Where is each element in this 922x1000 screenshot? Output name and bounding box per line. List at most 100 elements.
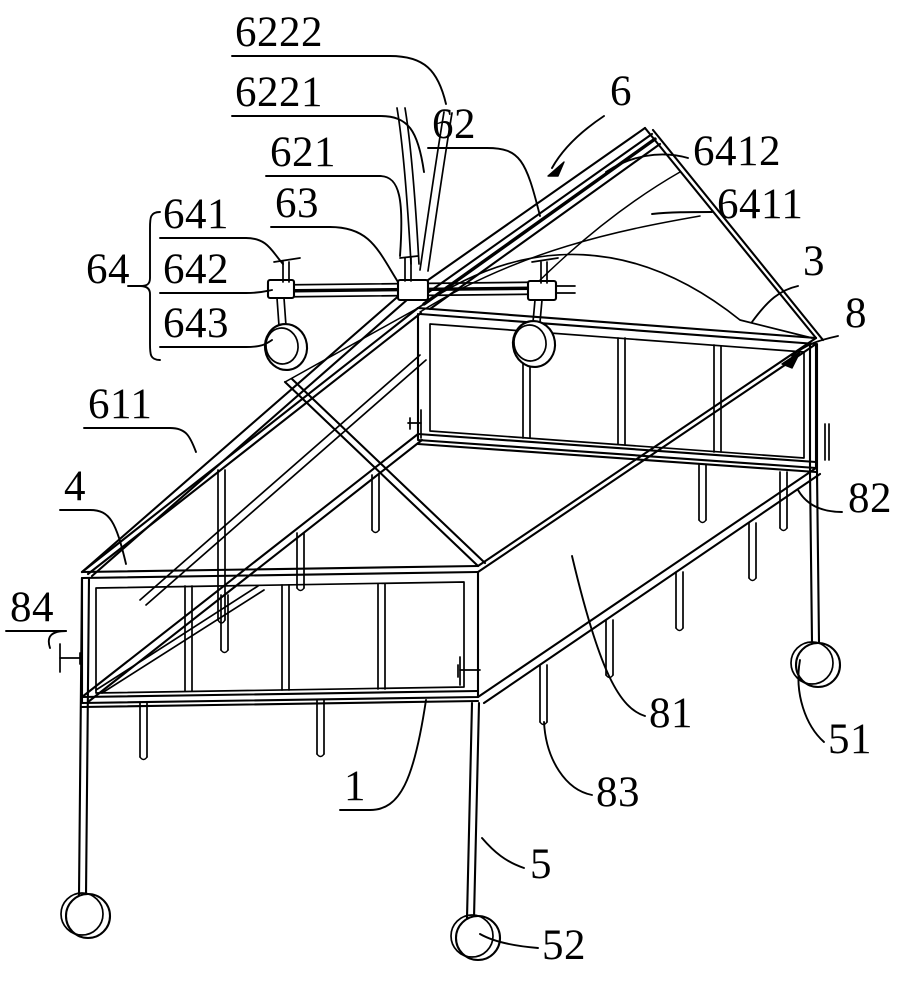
right-panel-bottom-rail-upper — [416, 432, 818, 464]
hanger-left-bracket — [266, 257, 301, 300]
drop-pin-g-cap — [220, 649, 229, 654]
label-84: 84 — [10, 584, 54, 631]
leader-84 — [47, 630, 67, 649]
hanging-ring-right-outer — [511, 319, 557, 369]
leader-643 — [245, 339, 273, 348]
roof-right-gable-a — [643, 126, 818, 340]
caster-wheel-left-inner — [60, 892, 104, 936]
drop-pin-long-cap — [217, 619, 226, 624]
label-621: 621 — [270, 129, 336, 176]
latch-pin-left — [59, 643, 83, 673]
brace-64 — [139, 211, 161, 361]
leader-611 — [169, 427, 197, 453]
front-panel-bottom-rail-lower — [80, 699, 480, 709]
roof-right-flap-lower-edge-b — [417, 132, 654, 301]
drop-pin-j-cap — [698, 519, 707, 524]
top-rail-left-back — [80, 564, 480, 574]
drop-pin-i-cap — [371, 529, 380, 534]
top-rail-back-right-upper — [416, 306, 818, 340]
drop-pin-b-cap — [316, 753, 325, 758]
roof-left-sub-rafter-b — [145, 359, 427, 606]
leader-63 — [329, 226, 399, 283]
tie-line-6411 — [419, 215, 701, 313]
ridge-hub-block — [396, 278, 430, 302]
leader-62 — [486, 147, 541, 217]
label-81: 81 — [649, 690, 693, 737]
pull-cord-6221-a — [419, 111, 445, 271]
leader-3 — [751, 285, 799, 323]
label-8: 8 — [845, 290, 867, 337]
leader-4 — [89, 509, 127, 565]
drop-pin-e-cap — [675, 627, 684, 632]
roof-left-gable-front-b — [290, 377, 487, 565]
caster-wheel-front-inner — [450, 914, 494, 958]
label-6412: 6412 — [693, 128, 781, 175]
label-641: 641 — [163, 191, 229, 238]
pull-cord-6222-b — [404, 107, 420, 265]
label-82: 82 — [848, 475, 892, 522]
roof-right-flap-lower-edge-a — [409, 126, 647, 294]
leader-6221 — [344, 115, 425, 173]
leader-82 — [797, 489, 843, 513]
latch-pin-front-right — [457, 656, 481, 686]
label-63: 63 — [275, 180, 319, 227]
hanging-ring-left-outer — [263, 322, 309, 372]
leader-6411 — [651, 211, 713, 215]
front-panel-inner-rect — [95, 581, 465, 694]
hanger-right-collar — [526, 279, 558, 302]
front-panel-bottom-rail-upper — [80, 689, 480, 699]
arrowhead-8 — [781, 351, 801, 369]
drop-pin-a-cap — [139, 756, 148, 761]
leader-6412 — [605, 153, 689, 173]
leader-83 — [543, 721, 593, 796]
label-5: 5 — [530, 841, 552, 888]
top-rail-front-right-upper — [476, 336, 818, 568]
hanger-right-stem-b — [539, 299, 543, 323]
left-panel-diagonal-a — [95, 585, 259, 691]
leg-left-front-b — [84, 576, 91, 898]
roof-left-purlin — [284, 307, 419, 383]
pull-cord-6222-a — [396, 107, 412, 265]
hanging-ring-left-inner — [265, 327, 299, 365]
label-62: 62 — [432, 101, 476, 148]
label-611: 611 — [88, 381, 152, 428]
drop-pin-k-cap — [779, 527, 788, 532]
leader-6222 — [344, 55, 447, 105]
roof-frame-group — [80, 126, 825, 606]
leg-right-a — [808, 470, 814, 644]
pull-cords-group — [396, 107, 453, 272]
leg-right-b — [815, 470, 821, 644]
leader-621 — [351, 175, 403, 257]
label-6411: 6411 — [717, 181, 803, 228]
leader-6 — [551, 115, 605, 169]
leader-642 — [245, 289, 273, 294]
leader-52 — [479, 933, 539, 949]
hanger-right-top-bar — [531, 257, 559, 263]
tie-line-6412 — [531, 171, 681, 289]
hanger-left-top-bar — [273, 257, 301, 263]
label-52: 52 — [542, 922, 586, 969]
label-643: 643 — [163, 300, 229, 347]
roof-left-gable-front-a — [283, 380, 480, 568]
pull-cord-6221-b — [427, 112, 453, 272]
leader-81 — [571, 555, 646, 717]
label-4: 4 — [64, 463, 86, 510]
label-3: 3 — [803, 238, 825, 285]
top-rail-back-right-lower — [418, 312, 818, 346]
leg-left-front-a — [77, 576, 84, 898]
latch-pin-rear-left — [407, 409, 422, 439]
label-83: 83 — [596, 769, 640, 816]
hanger-left-stem-b — [283, 297, 287, 327]
right-panel-bottom-rail-lower — [416, 442, 818, 474]
label-64: 64 — [86, 246, 130, 293]
top-rail-left-front — [80, 570, 480, 580]
rear-left-lower-rail-upper — [80, 432, 420, 699]
left-panel-diagonal-b — [101, 589, 265, 694]
label-1: 1 — [344, 763, 366, 810]
top-rail-back-left-upper — [80, 306, 420, 574]
labels-group: 6222 6221 621 63 641 642 643 64 62 6 641… — [5, 9, 892, 969]
hanging-ring-right-inner — [513, 324, 547, 362]
label-642: 642 — [163, 246, 229, 293]
drop-pins-group — [139, 464, 788, 761]
